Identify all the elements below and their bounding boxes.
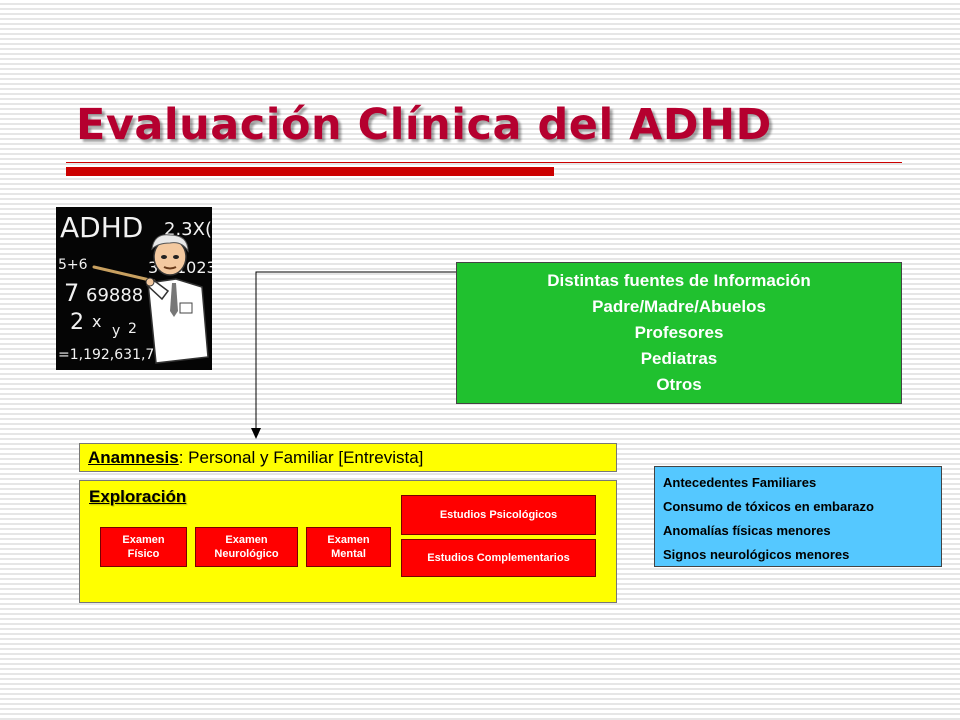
estudios-label: Estudios Complementarios bbox=[427, 552, 570, 564]
estudios-label: Estudios Psicológicos bbox=[439, 509, 558, 521]
source-item: Profesores bbox=[634, 323, 724, 342]
chalk-text: 2 bbox=[128, 321, 137, 337]
examen-label: Mental bbox=[331, 548, 366, 560]
examen-label: Neurológico bbox=[214, 548, 279, 560]
examen-label: Examen bbox=[122, 534, 165, 546]
source-item: Pediatras bbox=[640, 349, 718, 368]
estudios-psicologicos-box: Estudios Psicológicos bbox=[401, 495, 596, 535]
antecedente-item: Consumo de tóxicos en embarazo bbox=[663, 499, 874, 514]
chalk-text: =1,192,631,770 bbox=[58, 347, 172, 363]
antecedente-item: Antecedentes Familiares bbox=[663, 475, 817, 490]
sources-heading: Distintas fuentes de Información bbox=[547, 271, 811, 290]
anamnesis-bar: Anamnesis: Personal y Familiar [Entrevis… bbox=[79, 443, 617, 472]
chalk-text: x bbox=[92, 312, 101, 331]
title-underline-thick bbox=[66, 167, 554, 176]
chalk-text: 7 bbox=[64, 279, 79, 307]
chalk-text: ADHD bbox=[60, 211, 143, 244]
chalk-text: 2 bbox=[70, 310, 84, 335]
examen-label: Examen bbox=[225, 534, 268, 546]
source-item: Otros bbox=[656, 375, 702, 394]
antecedente-item: Signos neurológicos menores bbox=[663, 547, 850, 562]
chalk-text: 5+6 bbox=[58, 257, 88, 273]
antecedentes-box: Antecedentes Familiares Consumo de tóxic… bbox=[654, 466, 942, 567]
source-item: Padre/Madre/Abuelos bbox=[592, 297, 766, 316]
title-underline-thin bbox=[66, 162, 902, 163]
slide-title: Evaluación Clínica del ADHD bbox=[76, 100, 772, 150]
anamnesis-term: Anamnesis bbox=[88, 448, 179, 467]
examen-label: Físico bbox=[127, 548, 160, 560]
chalkboard-art: ADHD 2.3X(8 5+6 30 1023 7 69888 2 x y 2 … bbox=[58, 211, 212, 364]
examen-label: Examen bbox=[327, 534, 370, 546]
chalk-text: 2.3X(8 bbox=[164, 219, 212, 240]
anamnesis-description: : Personal y Familiar [Entrevista] bbox=[178, 448, 424, 467]
information-sources-box: Distintas fuentes de Información Padre/M… bbox=[456, 262, 902, 404]
antecedente-item: Anomalías físicas menores bbox=[663, 523, 831, 538]
estudios-complementarios-box: Estudios Complementarios bbox=[401, 539, 596, 577]
exploracion-title: Exploración bbox=[89, 487, 187, 506]
doctor-chalkboard-illustration: ADHD 2.3X(8 5+6 30 1023 7 69888 2 x y 2 … bbox=[56, 207, 212, 370]
chalk-text: 69888 bbox=[86, 285, 143, 306]
chalk-text: y bbox=[112, 323, 120, 339]
